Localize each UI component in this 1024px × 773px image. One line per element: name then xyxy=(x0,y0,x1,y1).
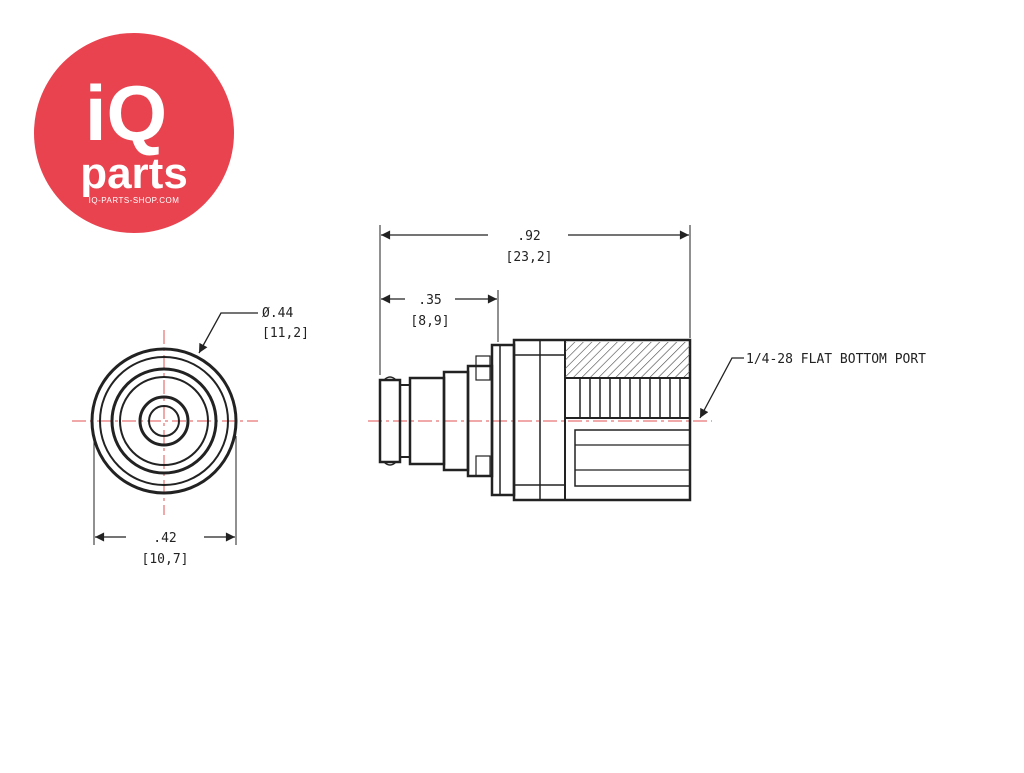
latch-mark-top xyxy=(475,355,491,381)
end-view xyxy=(72,312,258,545)
diameter-leader xyxy=(198,312,258,354)
end-view-width-metric: [10,7] xyxy=(142,552,189,567)
port-callout-label: 1/4-28 FLAT BOTTOM PORT xyxy=(746,352,926,367)
end-view-outer-ring xyxy=(90,347,238,495)
end-view-ring-4 xyxy=(119,376,209,466)
end-view-width-label: .42 xyxy=(153,531,176,546)
logo-brand-sub: parts xyxy=(80,149,188,198)
logo-circle xyxy=(34,33,234,233)
insert-length-metric: [8,9] xyxy=(410,314,449,329)
end-view-diameter-metric: [11,2] xyxy=(262,326,309,341)
end-view-ring-2 xyxy=(99,356,229,486)
brand-logo: iQ parts IQ-PARTS-SHOP.COM xyxy=(34,33,234,233)
overall-length-metric: [23,2] xyxy=(506,250,553,265)
latch-mark-bottom xyxy=(475,455,491,477)
port-callout-leader xyxy=(699,357,744,419)
side-view xyxy=(368,225,744,502)
port-bore xyxy=(564,377,691,419)
end-view-diameter-label: Ø.44 xyxy=(262,306,293,321)
end-view-bore xyxy=(148,405,180,437)
lower-body-outline xyxy=(574,429,691,487)
end-view-ring-3 xyxy=(110,367,218,475)
main-body xyxy=(512,338,692,502)
port-threads xyxy=(579,378,681,418)
port-section-top xyxy=(565,342,690,378)
overall-length-label: .92 xyxy=(517,229,540,244)
logo-brand-main: iQ xyxy=(85,69,167,157)
insert-length-label: .35 xyxy=(418,293,441,308)
end-view-ring-5 xyxy=(138,395,190,447)
logo-website: IQ-PARTS-SHOP.COM xyxy=(89,196,180,205)
flange xyxy=(490,343,516,497)
stem-oring xyxy=(383,376,397,466)
